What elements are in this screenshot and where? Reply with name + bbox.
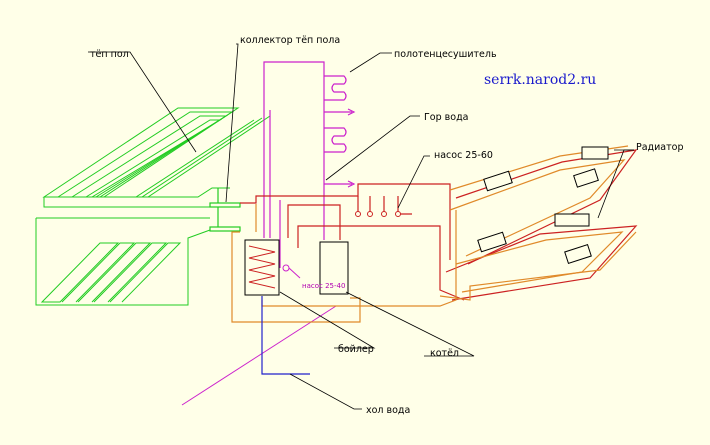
- label-floor-collector: коллектор тёп пола: [240, 35, 340, 46]
- towel-dryer: [324, 75, 356, 188]
- label-radiator: Радиатор: [636, 142, 684, 153]
- label-boiler: бойлер: [338, 344, 374, 355]
- pump-valves: [355, 211, 401, 217]
- label-kettle: котёл: [430, 348, 459, 359]
- leader-lines: [88, 43, 634, 410]
- hot-water-diagonal: [181, 305, 337, 406]
- heating-supply-pipes: [240, 183, 465, 301]
- radiator-loop-lower: [439, 225, 638, 301]
- floor-collector: [209, 188, 241, 232]
- radiators: [477, 146, 609, 265]
- label-site: serrk.narod2.ru: [484, 72, 596, 88]
- warm-floor-upper-loops: [42, 107, 271, 208]
- label-pump-main: насос 25-60: [434, 150, 493, 161]
- label-cold-water: хол вода: [366, 405, 410, 416]
- label-warm-floor: тёп пол: [90, 49, 129, 60]
- boiler-tank: [244, 239, 280, 296]
- cold-water-pipe: [261, 296, 310, 375]
- kettle-unit: [319, 241, 349, 295]
- hot-water-riser: [263, 61, 325, 268]
- return-pipes: [231, 204, 457, 323]
- warm-floor-lower-loops: [35, 217, 211, 306]
- label-towel-dryer: полотенцесушитель: [394, 49, 497, 60]
- label-pump-boiler: насос 25-40: [302, 282, 345, 290]
- label-hot-water: Гор вода: [424, 112, 468, 123]
- boiler-pump-mark: [282, 264, 301, 279]
